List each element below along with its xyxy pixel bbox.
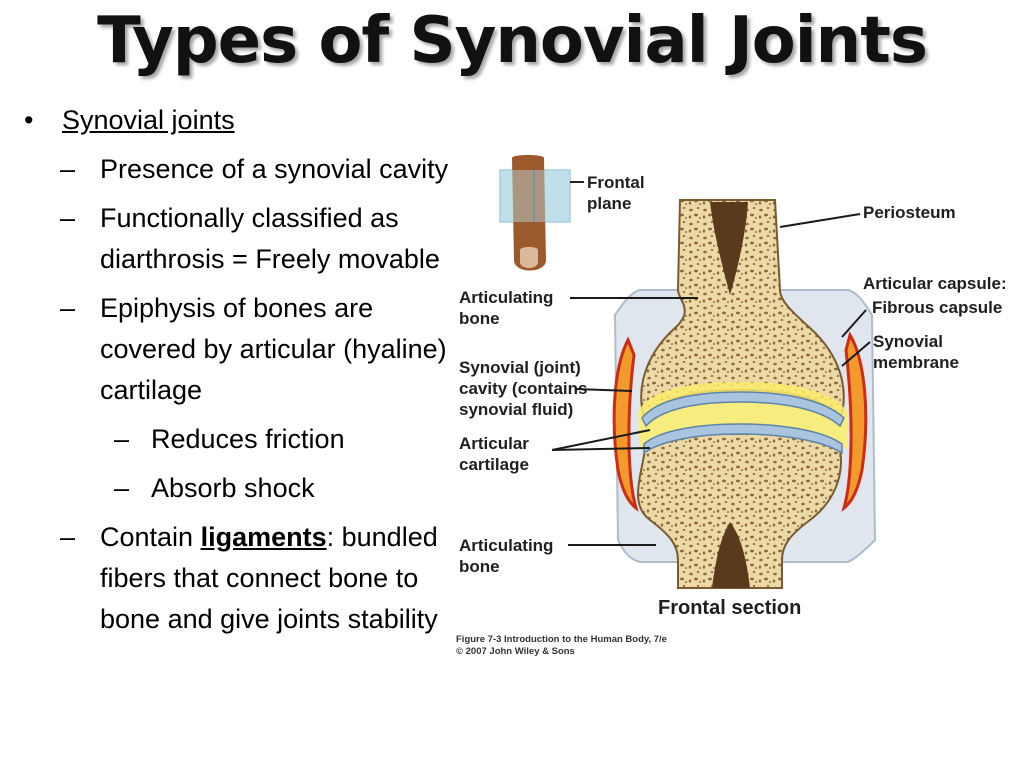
- dash-mark: –: [114, 473, 130, 503]
- ligament-prefix: Contain: [100, 522, 201, 552]
- finger-inset: [499, 155, 584, 271]
- sub-item-cavity: – Presence of a synovial cavity: [20, 149, 470, 190]
- dash-mark: –: [60, 522, 76, 552]
- dash-mark: –: [60, 293, 76, 323]
- sub-item-diarthrosis: – Functionally classified as diarthrosis…: [20, 198, 470, 280]
- label-articular-cartilage: Articular cartilage: [459, 434, 529, 474]
- sub-item-text: Functionally classified as diarthrosis =…: [100, 203, 440, 274]
- label-articulating-bone-bottom: Articulating bone: [459, 536, 554, 576]
- label-frontal-plane: Frontal plane: [587, 173, 645, 213]
- bullet-dot: •: [24, 105, 34, 135]
- articular-cartilage-upper: [641, 391, 845, 428]
- dash-mark: –: [60, 203, 76, 233]
- label-synovial-membrane: Synovial membrane: [873, 332, 959, 372]
- figure-credit: Figure 7-3 Introduction to the Human Bod…: [456, 634, 667, 657]
- synovial-membrane-right: [841, 331, 868, 512]
- label-synovial-cavity: Synovial (joint) cavity (contains synovi…: [459, 358, 588, 419]
- dash-mark: –: [60, 154, 76, 184]
- bullet-heading: Synovial joints: [62, 105, 235, 135]
- sub-item-epiphysis: – Epiphysis of bones are covered by arti…: [20, 288, 470, 411]
- label-articular-capsule: Articular capsule:: [863, 274, 1007, 293]
- sub-item-text: Epiphysis of bones are covered by articu…: [100, 293, 447, 405]
- label-articulating-bone-top: Articulating bone: [459, 288, 554, 328]
- slide-title: Types of Synovial Joints: [97, 4, 928, 78]
- ligament-term: ligaments: [200, 522, 327, 552]
- sub-item-text: Presence of a synovial cavity: [100, 154, 449, 184]
- joint-illustration: [499, 155, 877, 589]
- bullet-item-synovial-joints: • Synovial joints: [20, 100, 470, 141]
- label-periosteum: Periosteum: [863, 203, 956, 222]
- lower-marrow-cavity: [712, 522, 750, 588]
- leader-lines: [551, 213, 871, 546]
- sub-item-ligaments: – Contain ligaments: bundled fibers that…: [20, 517, 470, 640]
- label-fibrous-capsule: Fibrous capsule: [872, 298, 1003, 317]
- ligament-rest: : bundled fibers that connect bone to bo…: [100, 522, 438, 634]
- synovial-joint-figure: Frontal plane Periosteum Articular capsu…: [450, 150, 1024, 670]
- bullet-list: • Synovial joints – Presence of a synovi…: [20, 100, 470, 648]
- sub-sub-item-text: Absorb shock: [151, 473, 315, 503]
- articular-cartilage-lower: [643, 423, 843, 455]
- dash-mark: –: [114, 424, 130, 454]
- sub-sub-item-friction: – Reduces friction: [20, 419, 470, 460]
- upper-marrow-cavity: [710, 202, 748, 295]
- sub-sub-item-text: Reduces friction: [151, 424, 345, 454]
- sub-sub-item-shock: – Absorb shock: [20, 468, 470, 509]
- figure-caption: Frontal section: [658, 597, 802, 619]
